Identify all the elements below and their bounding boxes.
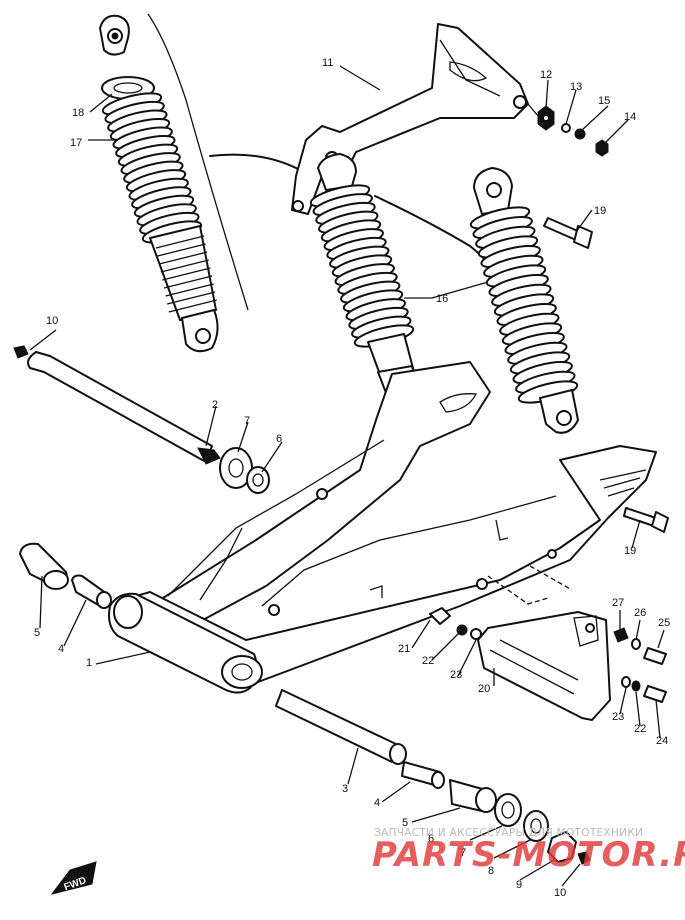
callout-5: 5 (34, 627, 40, 639)
callout-25: 25 (658, 617, 670, 629)
callout-19: 19 (594, 205, 606, 217)
callout-7: 7 (244, 415, 250, 427)
callout-27: 27 (612, 597, 624, 609)
callout-12: 12 (540, 69, 552, 81)
callout-22: 22 (634, 723, 646, 735)
callout-6: 6 (428, 833, 434, 845)
chain-guard (477, 565, 611, 721)
watermark: ЗАПЧАСТИ И АКСЕССУАРЫ ДЛЯ МОТОТЕХНИКИ PA… (372, 827, 685, 875)
damper-rib (168, 299, 217, 313)
damper-rib (159, 251, 208, 265)
callout-19: 19 (624, 545, 636, 557)
callout-10: 10 (46, 315, 58, 327)
callout-21: 21 (398, 643, 410, 655)
callout-26: 26 (634, 607, 646, 619)
rear-shock-bolt (623, 507, 669, 533)
center-shock-absorber (309, 153, 419, 399)
callout-15: 15 (598, 95, 610, 107)
watermark-brand: PARTS-MOTOR.RU (372, 835, 685, 875)
callout-6: 6 (276, 433, 282, 445)
callout-4: 4 (374, 797, 380, 809)
forward-arrow-icon: FWD (50, 861, 97, 895)
callout-4: 4 (58, 643, 64, 655)
callout-23: 23 (612, 711, 624, 723)
callout-11: 11 (322, 57, 333, 69)
callout-2: 2 (212, 399, 218, 411)
damper-rib (167, 291, 216, 305)
callout-22: 22 (422, 655, 434, 667)
pivot-shaft (13, 345, 270, 494)
damper-rib (160, 259, 209, 273)
callout-1: 1 (86, 657, 92, 669)
callout-23: 23 (450, 669, 462, 681)
callout-8: 8 (488, 865, 494, 877)
callout-20: 20 (478, 683, 490, 695)
damper-rib (163, 275, 213, 289)
callout-16: 16 (436, 293, 448, 305)
right-shock-absorber (469, 167, 579, 434)
callout-3: 3 (342, 783, 348, 795)
damper-rib (155, 235, 205, 249)
damper-rib (165, 283, 214, 297)
callout-5: 5 (402, 817, 408, 829)
callout-18: 18 (72, 107, 84, 119)
callout-labels: 1 2 3 4 4 5 5 6 6 7 7 8 9 10 10 11 12 13… (34, 57, 670, 899)
callout-7: 7 (460, 847, 466, 859)
left-bushings (19, 542, 112, 609)
callout-9: 9 (516, 879, 522, 891)
callout-13: 13 (570, 81, 582, 93)
shock-bolt-top (543, 217, 593, 249)
left-shock-absorber (99, 13, 249, 353)
watermark-caption: ЗАПЧАСТИ И АКСЕССУАРЫ ДЛЯ МОТОТЕХНИКИ (374, 827, 643, 839)
mount-hardware-12-15 (527, 103, 609, 157)
callout-14: 14 (624, 111, 636, 123)
leader-lines (29, 65, 665, 887)
callout-24: 24 (656, 735, 668, 747)
right-bushings-and-collar (275, 689, 591, 865)
callout-17: 17 (70, 137, 82, 149)
damper-rib (162, 267, 211, 281)
damper-rib (157, 243, 206, 257)
swingarm (108, 361, 657, 694)
callout-10: 10 (554, 887, 566, 899)
